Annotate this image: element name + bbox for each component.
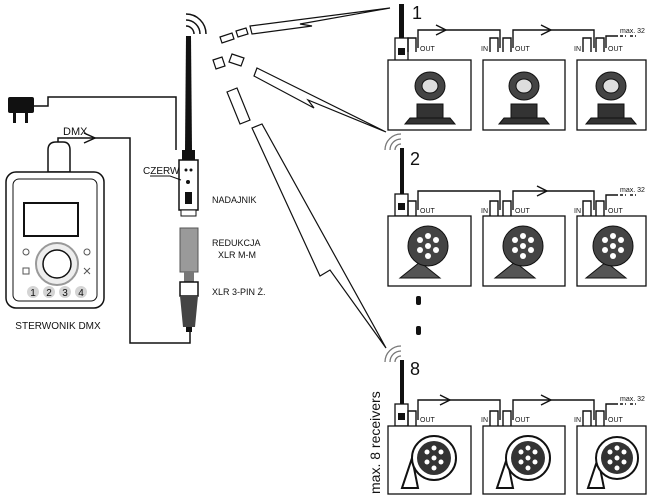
out-label: OUT <box>608 46 624 53</box>
dmx-chain-cable <box>407 185 636 216</box>
controller-button-3[interactable] <box>59 286 71 298</box>
receiver-antenna <box>394 148 409 217</box>
controller-buttons: 1 2 3 4 <box>27 286 87 299</box>
dmx-label: DMX <box>63 126 88 138</box>
dmx-cable <box>57 132 191 344</box>
xlr-label: XLR 3-PIN Ż. <box>212 287 266 297</box>
controller-label: STERWONIK DMX <box>15 321 101 332</box>
signal-icon <box>185 13 207 35</box>
out-label: OUT <box>420 46 436 53</box>
dmx-chain-cable <box>407 394 636 426</box>
moving-head-icon <box>497 71 551 125</box>
radio-beam-group-2 <box>212 53 387 133</box>
flat-par-icon <box>495 435 551 489</box>
reduction-adapter <box>179 227 199 282</box>
out-label: OUT <box>515 208 531 215</box>
dmx-controller <box>5 141 105 309</box>
out-label: OUT <box>420 417 436 424</box>
in-label: IN <box>574 208 581 215</box>
out-label: OUT <box>608 417 624 424</box>
receiver-antenna <box>394 360 409 427</box>
in-label: IN <box>481 417 488 424</box>
controller-side-icon <box>22 248 91 275</box>
flat-par-icon <box>400 435 457 489</box>
transmitter <box>178 36 199 217</box>
led-par-icon <box>493 225 544 279</box>
dmx-chain-cable <box>407 24 636 52</box>
group-number: 8 <box>410 359 420 379</box>
controller-button-4[interactable] <box>75 286 87 298</box>
group-number: 2 <box>410 149 420 169</box>
reduction-label: XLR M-M <box>218 250 256 260</box>
controller-button-1[interactable] <box>27 286 39 298</box>
controller-button-label: 3 <box>62 288 68 299</box>
max-label: max. 32 <box>620 396 645 403</box>
radio-beam-group-8 <box>226 87 387 349</box>
transmitter-label: NADAJNIK <box>212 195 257 205</box>
in-label: IN <box>481 46 488 53</box>
controller-button-2[interactable] <box>43 286 55 298</box>
moving-head-icon <box>584 71 638 125</box>
controller-button-label: 4 <box>78 288 84 299</box>
out-label: OUT <box>515 417 531 424</box>
receiver-group-1: 1 OUT IN OUT IN OUT max. 32 <box>387 3 647 131</box>
controller-button-label: 2 <box>46 288 52 299</box>
controller-button-label: 1 <box>30 288 36 299</box>
power-adapter-icon <box>8 96 177 150</box>
max-label: max. 32 <box>620 28 645 35</box>
out-label: OUT <box>515 46 531 53</box>
in-label: IN <box>574 417 581 424</box>
receiver-group-2: 2 OUT IN OUT IN OUT max. 32 <box>384 133 647 287</box>
flat-par-icon <box>586 436 639 489</box>
radio-beam-group-1 <box>219 7 391 44</box>
out-label: OUT <box>608 208 624 215</box>
czerw-label: CZERW <box>143 166 180 177</box>
moving-head-icon <box>403 71 457 125</box>
ellipsis-dots <box>416 296 421 335</box>
group-number: 1 <box>412 3 422 23</box>
czerw-pointer <box>150 175 182 181</box>
signal-icon <box>384 133 402 151</box>
in-label: IN <box>574 46 581 53</box>
led-par-icon <box>398 225 449 279</box>
signal-icon <box>384 345 402 363</box>
max-label: max. 32 <box>620 187 645 194</box>
max-receivers-label: max. 8 receivers <box>367 391 383 494</box>
reduction-label: REDUKCJA <box>212 238 261 248</box>
receiver-group-8: 8 OUT IN OUT IN OUT max. 32 <box>384 345 647 495</box>
in-label: IN <box>481 208 488 215</box>
out-label: OUT <box>420 208 436 215</box>
led-par-icon <box>584 225 634 279</box>
receiver-antenna <box>394 4 409 63</box>
xlr-plug <box>179 281 199 332</box>
